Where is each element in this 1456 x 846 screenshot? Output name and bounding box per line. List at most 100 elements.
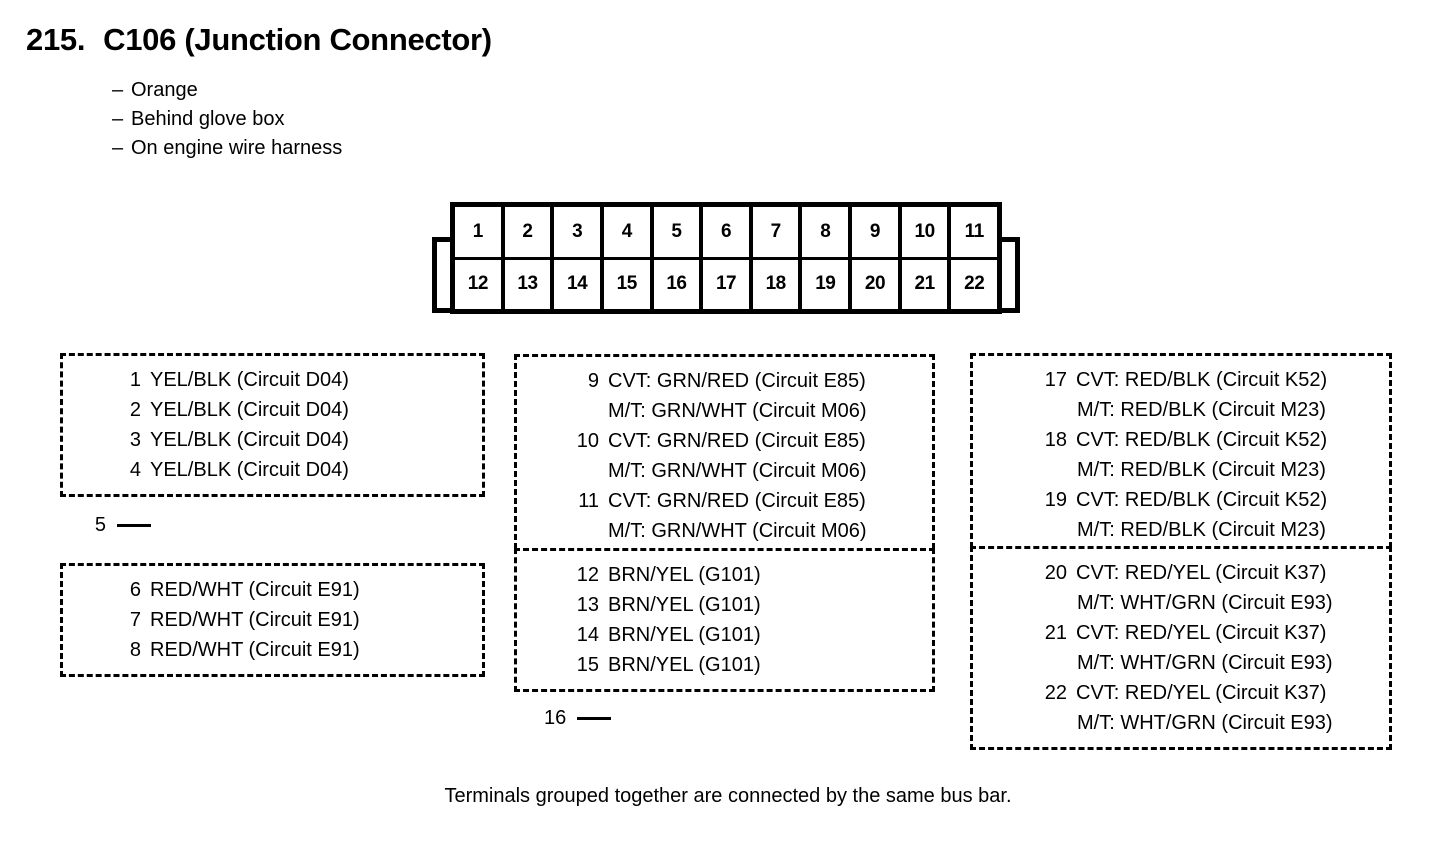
pin-wire-description: YEL/BLK (Circuit D04) [150,459,349,481]
pin-entry-17: 17 CVT: RED/BLK (Circuit K52) [973,365,1389,395]
pin-number: 3 [129,429,141,451]
pin-wire-description-alt: M/T: GRN/WHT (Circuit M06) [608,400,867,422]
pin-number: 16 [544,707,567,729]
connector-note-label: On engine wire harness [131,137,343,159]
pin-wire-description: RED/WHT (Circuit E91) [150,639,360,661]
pin-entry-3: 3 YEL/BLK (Circuit D04) [63,425,482,455]
connector-pin-5: 5 [653,207,704,257]
pin-wire-description: CVT: RED/YEL (Circuit K37) [1076,562,1327,584]
connector-pin-12: 12 [455,259,505,309]
pin-entry-19: 19 CVT: RED/BLK (Circuit K52) [973,485,1389,515]
connector-pin-16: 16 [653,259,704,309]
bus-bar-note: Terminals grouped together are connected… [444,785,1012,807]
connector-pin-14: 14 [554,259,604,309]
pin-wire-description: CVT: RED/BLK (Circuit K52) [1076,489,1328,511]
pin-wire-description: BRN/YEL (G101) [608,654,761,676]
pin-wire-description-alt: M/T: WHT/GRN (Circuit E93) [1077,592,1333,614]
pin-entry-20: 20 CVT: RED/YEL (Circuit K37) [973,558,1389,588]
pin-number: 9 [587,370,599,392]
pin-entry-4: 4 YEL/BLK (Circuit D04) [63,455,482,485]
connector-pin-11: 11 [951,207,998,257]
no-connection-dash-icon [117,524,151,527]
connector-pin-7: 7 [752,207,803,257]
pin-entry-1: 1 YEL/BLK (Circuit D04) [63,365,482,395]
pin-number: 4 [129,459,141,481]
pin-entry-9: 9 CVT: GRN/RED (Circuit E85) [517,366,932,396]
pin-wire-description: CVT: RED/BLK (Circuit K52) [1076,429,1328,451]
pin-number: 19 [1044,489,1067,511]
no-connection-dash-icon [577,717,611,720]
pin-wire-description-alt: M/T: GRN/WHT (Circuit M06) [608,460,867,482]
pin-entry-14: 14 BRN/YEL (G101) [517,620,932,650]
pin-entry-6: 6 RED/WHT (Circuit E91) [63,575,482,605]
connector-left-tab [432,237,450,313]
pin-wire-description: CVT: GRN/RED (Circuit E85) [608,430,866,452]
pin-number: 15 [576,654,599,676]
pin-wire-description-alt: M/T: GRN/WHT (Circuit M06) [608,520,867,542]
connector-pin-22: 22 [951,259,998,309]
connector-pin-10: 10 [901,207,952,257]
connector-pin-21: 21 [901,259,952,309]
pin-wire-description: CVT: GRN/RED (Circuit E85) [608,370,866,392]
pin-entry-15: 15 BRN/YEL (G101) [517,650,932,680]
pin-number: 18 [1044,429,1067,451]
pin-entry-21: 21 CVT: RED/YEL (Circuit K37) [973,618,1389,648]
pin-number: 2 [129,399,141,421]
page-title-number: 215. [26,22,86,57]
connector-pin-19: 19 [802,259,853,309]
pin-number: 20 [1044,562,1067,584]
bullet-dash-icon: – [112,137,124,159]
unused-pin-16: 16 [514,707,935,730]
connector-pin-8: 8 [802,207,853,257]
pin-entry-11: 11 CVT: GRN/RED (Circuit E85) [517,486,932,516]
pin-number: 11 [578,490,599,512]
pin-wire-description: BRN/YEL (G101) [608,624,761,646]
connector-note-item: –On engine wire harness [112,134,342,163]
pin-number: 6 [129,579,141,601]
connector-pin-17: 17 [703,259,753,309]
pin-number: 14 [576,624,599,646]
pin-wire-description-alt: M/T: WHT/GRN (Circuit E93) [1077,652,1333,674]
pin-wire-description: CVT: RED/YEL (Circuit K37) [1076,682,1327,704]
connector-pin-13: 13 [504,259,555,309]
pin-entry-10: 10 CVT: GRN/RED (Circuit E85) [517,426,932,456]
pin-wire-description: CVT: RED/BLK (Circuit K52) [1076,369,1328,391]
connector-note-label: Behind glove box [131,108,285,130]
connector-notes-list: –Orange–Behind glove box–On engine wire … [112,76,342,163]
pin-number: 10 [576,430,599,452]
connector-pin-15: 15 [603,259,654,309]
pin-wire-description: YEL/BLK (Circuit D04) [150,369,349,391]
pin-wire-description: BRN/YEL (G101) [608,564,761,586]
page-title: 215. C106 (Junction Connector) [26,22,492,58]
pin-wire-description: CVT: RED/YEL (Circuit K37) [1076,622,1327,644]
pin-wire-description-alt: M/T: WHT/GRN (Circuit E93) [1077,712,1333,734]
pin-number: 5 [94,514,106,536]
pin-number: 1 [129,369,141,391]
connector-pin-4: 4 [603,207,654,257]
pin-wire-description: RED/WHT (Circuit E91) [150,609,360,631]
connector-pin-9: 9 [852,207,902,257]
unused-pin-5: 5 [60,514,485,537]
pin-number: 13 [576,594,599,616]
pin-wire-description: RED/WHT (Circuit E91) [150,579,360,601]
connector-note-item: –Orange [112,76,342,105]
pin-wire-description: CVT: GRN/RED (Circuit E85) [608,490,866,512]
connector-note-label: Orange [131,79,198,101]
pin-wire-description: YEL/BLK (Circuit D04) [150,429,349,451]
pin-number: 17 [1044,369,1067,391]
bullet-dash-icon: – [112,79,124,101]
pin-entry-18: 18 CVT: RED/BLK (Circuit K52) [973,425,1389,455]
pin-number: 21 [1044,622,1067,644]
